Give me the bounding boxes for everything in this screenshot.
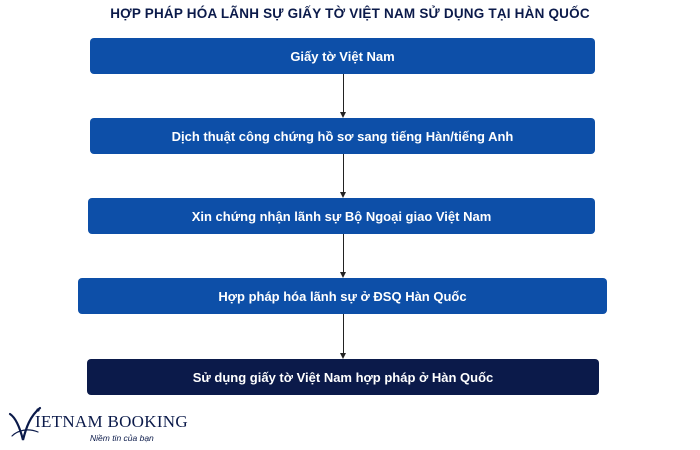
arrow-down-icon [340,154,348,198]
step-4-label: Hợp pháp hóa lãnh sự ở ĐSQ Hàn Quốc [218,288,467,304]
logo-brand-text: IETNAM BOOKING [35,412,188,431]
step-2-label: Dịch thuật công chứng hồ sơ sang tiếng H… [171,128,514,144]
step-3-label: Xin chứng nhận lãnh sự Bộ Ngoại giao Việ… [191,208,492,224]
arrow-down-icon [340,234,348,278]
step-3-box: Xin chứng nhận lãnh sự Bộ Ngoại giao Việ… [88,198,595,234]
step-1-box: Giấy tờ Việt Nam [90,38,595,74]
arrow-down-icon [340,74,348,118]
page-title: HỢP PHÁP HÓA LÃNH SỰ GIẤY TỜ VIỆT NAM SỬ… [110,6,590,21]
arrow-down-icon [340,314,348,359]
step-5-box-final: Sử dụng giấy tờ Việt Nam hợp pháp ở Hàn … [87,359,599,395]
vietnam-booking-logo: IETNAM BOOKING Niềm tin của bạn [8,402,188,446]
step-2-box: Dịch thuật công chứng hồ sơ sang tiếng H… [90,118,595,154]
step-4-box: Hợp pháp hóa lãnh sự ở ĐSQ Hàn Quốc [78,278,607,314]
logo-tagline: Niềm tin của bạn [90,433,154,443]
step-5-label: Sử dụng giấy tờ Việt Nam hợp pháp ở Hàn … [192,369,494,385]
step-1-label: Giấy tờ Việt Nam [290,48,395,64]
logo-v-swoosh-icon [8,406,42,441]
